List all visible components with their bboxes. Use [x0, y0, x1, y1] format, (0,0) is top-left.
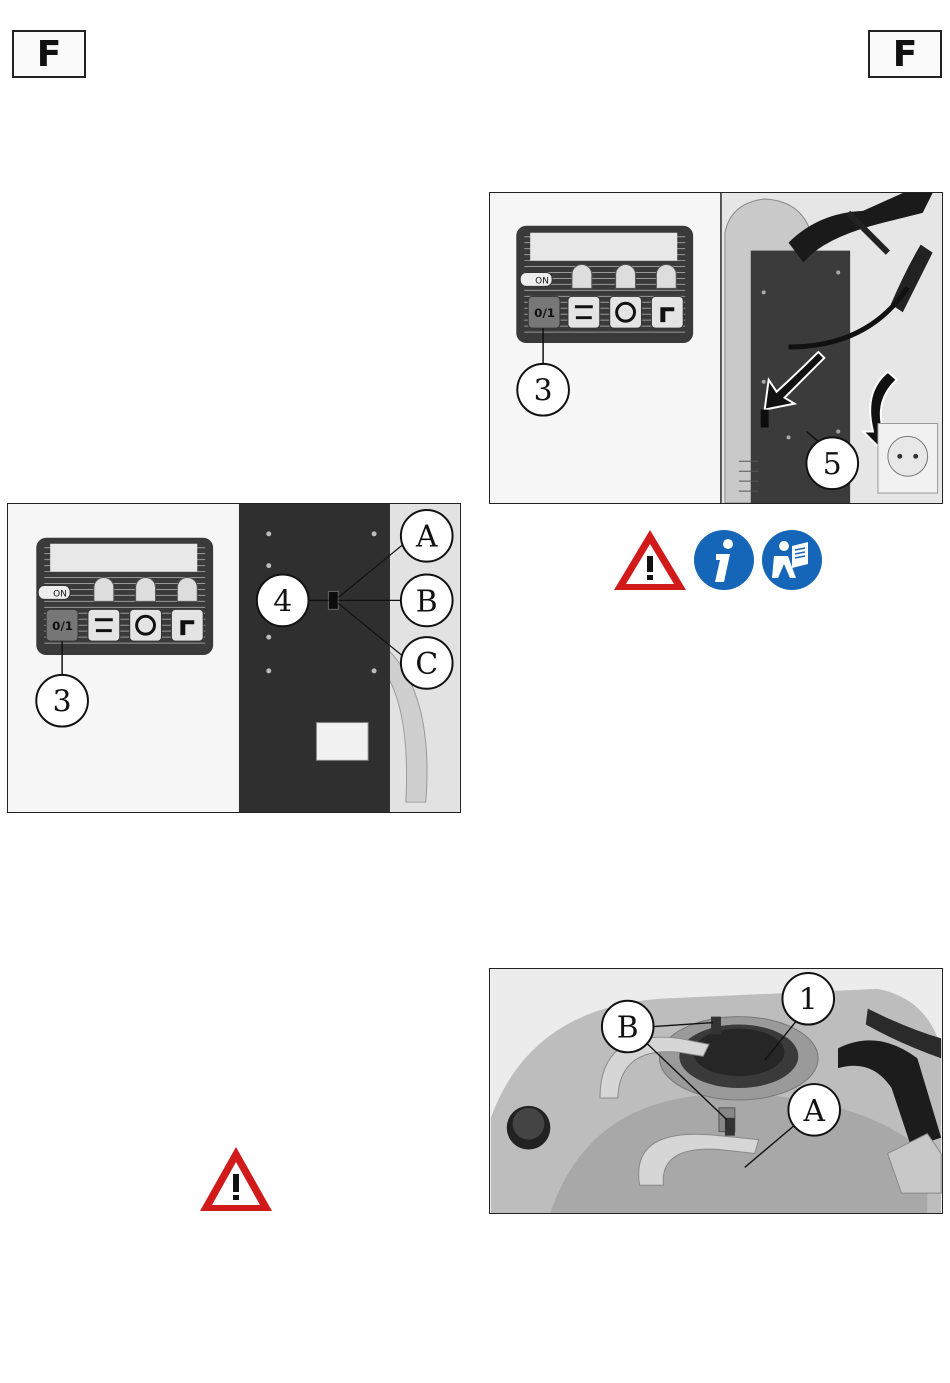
figure-panel-and-plug: ON 0/1 3 5: [489, 192, 943, 504]
figure-panel-and-switch-illustration: ON 0/1 3 4 A B C: [8, 504, 460, 812]
callout-label-3: 3: [53, 685, 72, 720]
language-code: F: [893, 34, 918, 75]
callout-label-3: 3: [534, 374, 553, 409]
warning-icon-block: [198, 1143, 274, 1215]
warning-icon: [614, 530, 686, 590]
power-led-label: ON: [535, 276, 549, 286]
power-button-label: 0/1: [52, 619, 73, 633]
callout-label-5: 5: [823, 447, 842, 482]
callout-label-a: A: [802, 1094, 825, 1129]
language-marker-left: F: [12, 30, 86, 78]
figure-panel-and-plug-illustration: ON 0/1 3 5: [490, 193, 942, 503]
callout-label-b: B: [416, 584, 438, 619]
callout-label-a: A: [415, 520, 438, 555]
callout-label-4: 4: [273, 584, 292, 619]
callout-label-b: B: [617, 1010, 639, 1045]
callout-label-c: C: [415, 647, 438, 682]
read-manual-icon: [762, 530, 822, 590]
info-icon: [694, 530, 754, 590]
language-marker-right: F: [868, 30, 942, 78]
power-led-label: ON: [53, 589, 67, 599]
figure-tank-top-illustration: B 1 A: [490, 969, 942, 1213]
language-code: F: [37, 34, 62, 75]
warning-icon: [198, 1143, 274, 1215]
power-button-label: 0/1: [534, 306, 555, 320]
figure-panel-and-switch: ON 0/1 3 4 A B C: [7, 503, 461, 813]
callout-label-1: 1: [799, 983, 818, 1018]
safety-icon-row: [612, 526, 824, 594]
figure-tank-top: B 1 A: [489, 968, 943, 1214]
